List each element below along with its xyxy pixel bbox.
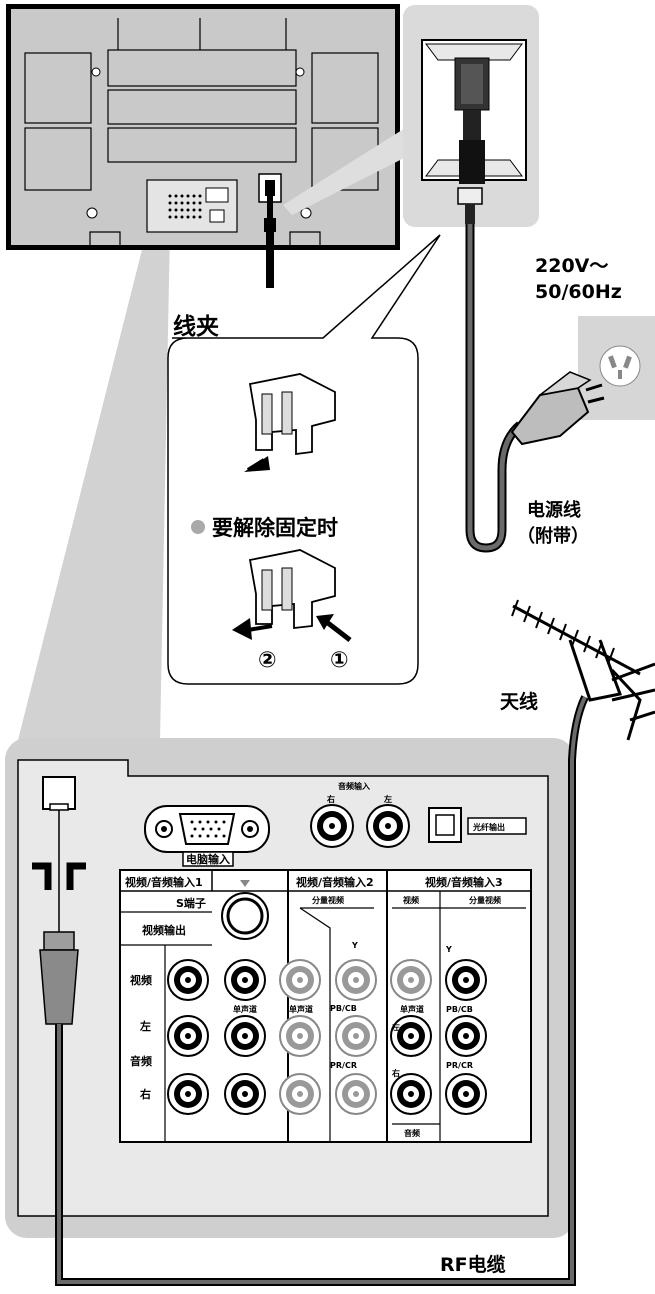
power-cord xyxy=(465,224,524,553)
rf-cable-label: RF电缆 xyxy=(440,1253,506,1276)
release-text: 要解除固定时 xyxy=(212,516,338,540)
pb-cb3-label: PB/CB xyxy=(446,1005,473,1014)
tv-back-view xyxy=(6,4,400,288)
frequency-label: 50/60Hz xyxy=(535,281,622,303)
step-1-label: ① xyxy=(330,648,349,673)
voltage-label: 220V～ xyxy=(535,255,608,277)
pr-cr-label: PR/CR xyxy=(330,1061,357,1070)
wall-outlet xyxy=(578,316,655,420)
clamp-callout xyxy=(167,234,441,685)
s-terminal-label: S端子 xyxy=(176,896,206,910)
bullet-icon xyxy=(191,520,205,534)
component-video3-label: 分量视频 xyxy=(469,895,501,905)
audio-left-label: 左 xyxy=(383,794,392,804)
av-in2-label: 视频/音频输入2 xyxy=(296,875,374,889)
video-out-label: 视频输出 xyxy=(142,923,186,937)
audio-right-label: 右 xyxy=(326,794,335,804)
power-plug-inset xyxy=(403,5,539,227)
audio3-label: 音频 xyxy=(404,1128,420,1138)
component-video-label: 分量视频 xyxy=(312,895,344,905)
optical-out-label: 光纤输出 xyxy=(472,822,505,832)
socket-callout-beam xyxy=(283,125,410,215)
step-2-label: ② xyxy=(258,648,277,673)
row-left-label: 左 xyxy=(139,1019,151,1033)
mono-label-3: 单声道 xyxy=(400,1004,424,1014)
y-label: Y xyxy=(351,941,358,950)
mono-label-1: 单声道 xyxy=(233,1004,257,1014)
callout-beam xyxy=(18,230,170,740)
black-jacks xyxy=(167,959,487,1115)
gray-jacks xyxy=(279,959,432,1115)
antenna-label: 天线 xyxy=(500,690,538,713)
antenna-icon xyxy=(511,599,655,741)
audio-in-label: 音频输入 xyxy=(338,781,370,791)
left3-label: 左 xyxy=(391,1022,400,1032)
av-in3-label: 视频/音频输入3 xyxy=(425,875,503,889)
av-in1-label: 视频/音频输入1 xyxy=(125,875,203,889)
power-cord-label: 电源线 xyxy=(527,499,581,521)
mono-label-2: 单声道 xyxy=(289,1004,313,1014)
row-right-label: 右 xyxy=(139,1087,151,1101)
rear-terminal-panel xyxy=(5,738,575,1238)
right3-label: 右 xyxy=(391,1068,400,1078)
pr-cr3-label: PR/CR xyxy=(446,1061,473,1070)
row-video-label: 视频 xyxy=(130,973,152,987)
pc-in-label: 电脑输入 xyxy=(186,852,230,866)
y3-label: Y xyxy=(445,945,452,954)
video3-label: 视频 xyxy=(403,895,419,905)
clamp-title: 线夹 xyxy=(173,313,219,340)
power-plug xyxy=(510,371,605,446)
power-cord-note: （附带） xyxy=(517,525,589,547)
pb-cb-label: PB/CB xyxy=(330,1004,357,1013)
row-audio-label: 音频 xyxy=(130,1054,152,1068)
